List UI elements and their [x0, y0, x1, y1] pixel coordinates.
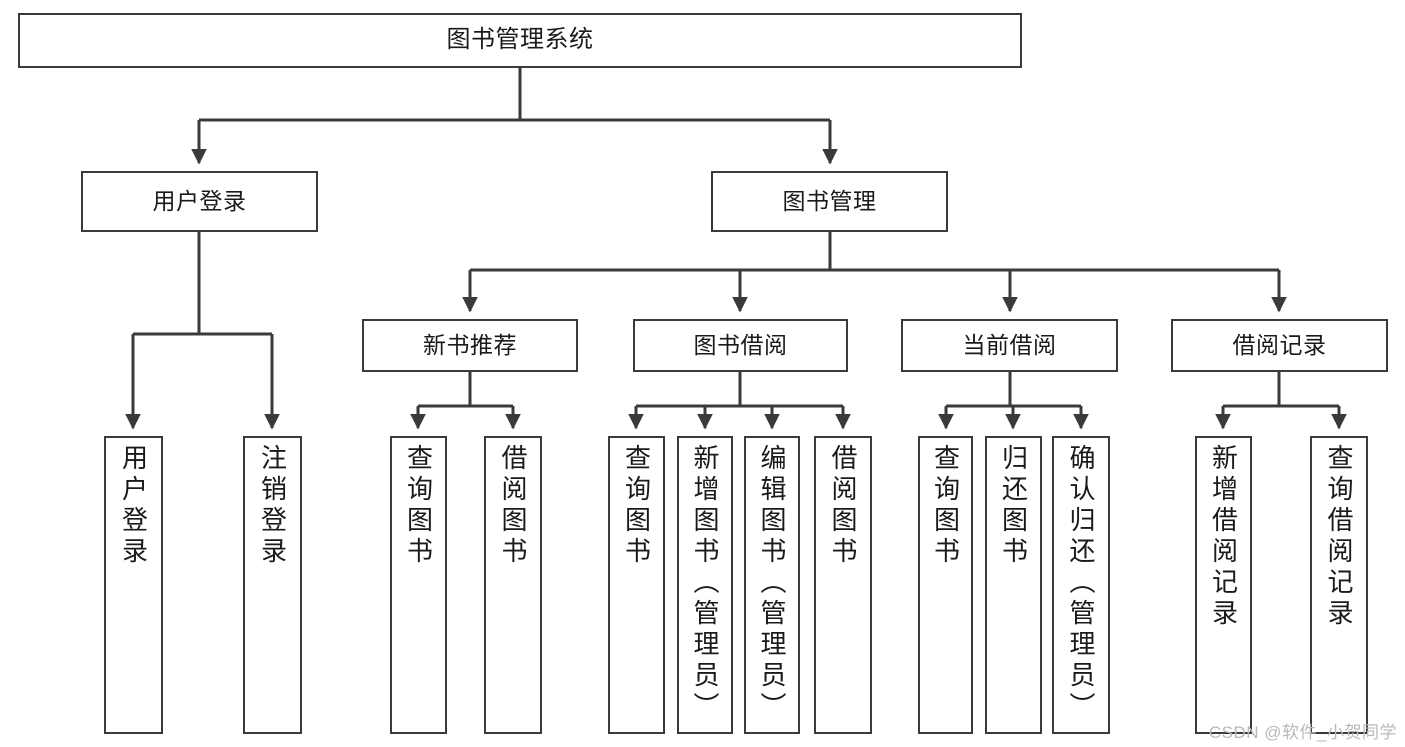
node-leaf-user-login-label: 用户登录	[118, 444, 149, 568]
node-leaf-edit-book-label: 编辑图书（管理员）	[757, 444, 787, 723]
node-leaf-query-book-2-label: 查询图书	[621, 444, 652, 568]
node-leaf-confirm-return-label: 确认归还（管理员）	[1066, 444, 1096, 723]
node-book-manage-label: 图书管理	[782, 187, 877, 214]
node-leaf-query-record-label: 查询借阅记录	[1324, 444, 1354, 630]
node-leaf-logout[interactable]: 注销登录	[243, 436, 302, 734]
node-current-borrow[interactable]: 当前借阅	[901, 319, 1118, 372]
node-leaf-borrow-book-1-label: 借阅图书	[498, 444, 528, 568]
node-root[interactable]: 图书管理系统	[18, 13, 1022, 68]
watermark: CSDN @软件_小贺同学	[1208, 723, 1397, 742]
node-leaf-query-book-3[interactable]: 查询图书	[918, 436, 973, 734]
node-book-borrow[interactable]: 图书借阅	[633, 319, 848, 372]
node-leaf-add-book-label: 新增图书（管理员）	[690, 444, 720, 723]
node-leaf-borrow-book-2-label: 借阅图书	[828, 444, 858, 568]
node-leaf-return-book[interactable]: 归还图书	[985, 436, 1042, 734]
node-leaf-edit-book[interactable]: 编辑图书（管理员）	[744, 436, 800, 734]
node-leaf-borrow-book-2[interactable]: 借阅图书	[814, 436, 872, 734]
node-leaf-query-book-1-label: 查询图书	[403, 444, 434, 568]
node-leaf-user-login[interactable]: 用户登录	[104, 436, 163, 734]
node-root-label: 图书管理系统	[446, 26, 594, 54]
node-leaf-borrow-book-1[interactable]: 借阅图书	[484, 436, 542, 734]
node-book-borrow-label: 图书借阅	[693, 331, 788, 358]
node-borrow-record-label: 借阅记录	[1232, 331, 1327, 358]
node-new-book-recommend-label: 新书推荐	[423, 331, 517, 358]
node-leaf-logout-label: 注销登录	[257, 444, 288, 568]
node-book-manage[interactable]: 图书管理	[711, 171, 948, 232]
node-leaf-query-record[interactable]: 查询借阅记录	[1310, 436, 1368, 734]
node-user-login[interactable]: 用户登录	[81, 171, 318, 232]
node-leaf-return-book-label: 归还图书	[998, 444, 1029, 568]
node-user-login-label: 用户登录	[152, 187, 247, 214]
node-leaf-query-book-1[interactable]: 查询图书	[390, 436, 447, 734]
node-borrow-record[interactable]: 借阅记录	[1171, 319, 1388, 372]
node-leaf-add-record[interactable]: 新增借阅记录	[1195, 436, 1252, 734]
node-leaf-query-book-2[interactable]: 查询图书	[608, 436, 665, 734]
node-leaf-confirm-return[interactable]: 确认归还（管理员）	[1052, 436, 1110, 734]
node-current-borrow-label: 当前借阅	[962, 331, 1057, 358]
node-leaf-query-book-3-label: 查询图书	[930, 444, 961, 568]
node-leaf-add-book[interactable]: 新增图书（管理员）	[677, 436, 733, 734]
node-new-book-recommend[interactable]: 新书推荐	[362, 319, 578, 372]
node-leaf-add-record-label: 新增借阅记录	[1208, 444, 1239, 630]
